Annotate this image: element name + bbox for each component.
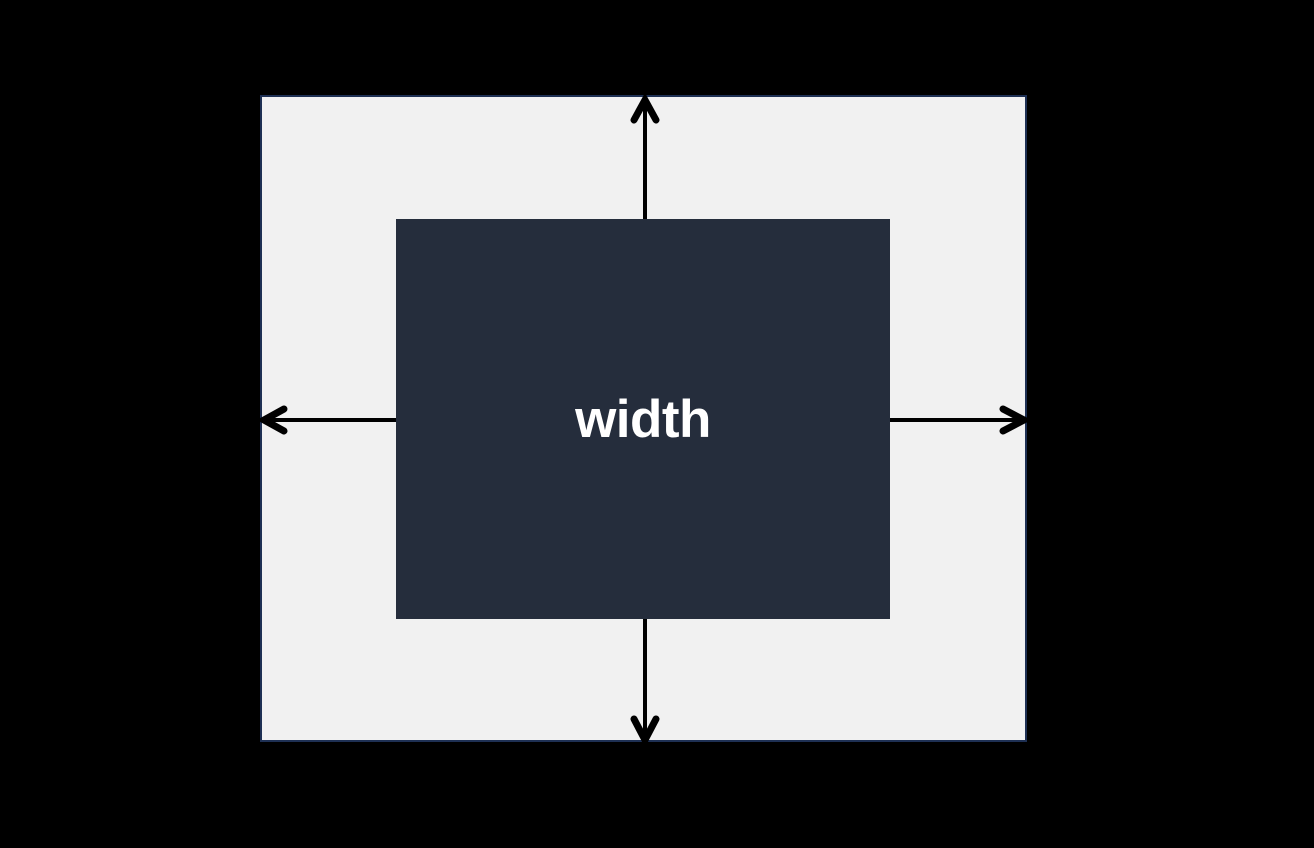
content-box: width — [396, 219, 890, 619]
content-box-label: width — [575, 389, 711, 449]
